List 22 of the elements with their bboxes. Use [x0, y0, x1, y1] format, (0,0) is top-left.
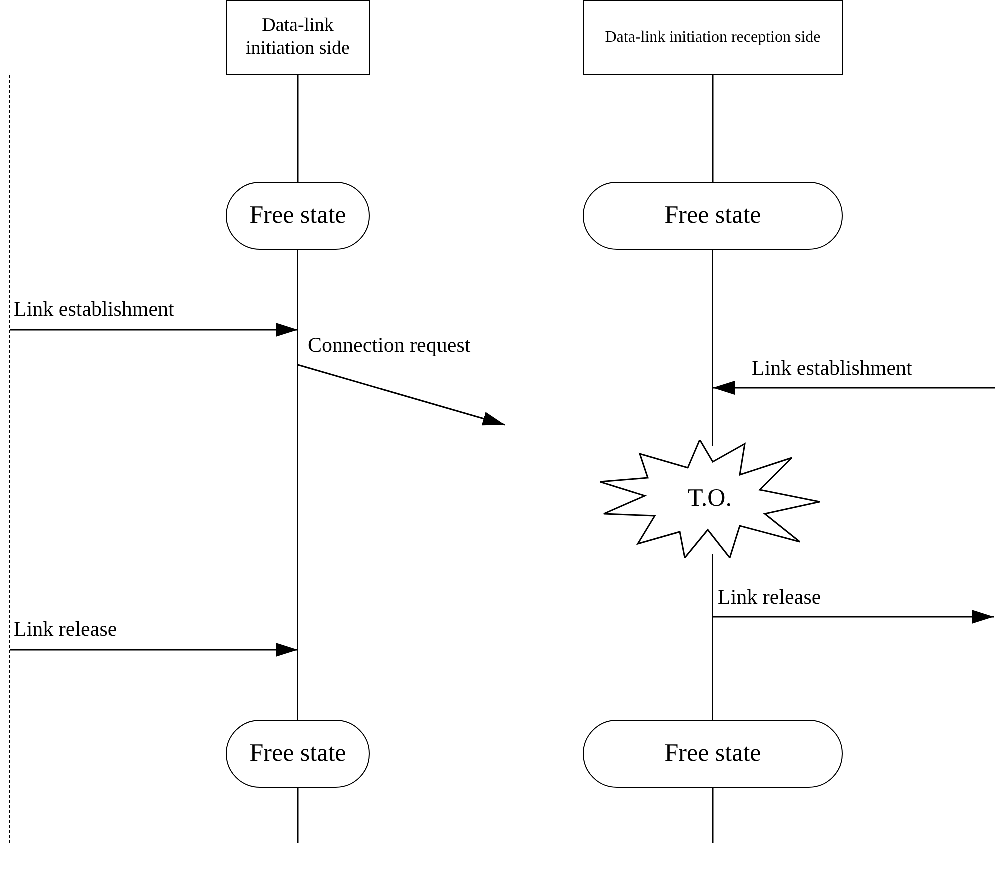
node-label: Free state [248, 201, 348, 231]
participant-box [226, 0, 370, 75]
lifeline [712, 75, 714, 182]
lifeline [297, 75, 299, 182]
node-label: Free state [664, 739, 762, 769]
message-arrow [10, 323, 298, 337]
node-label: Data-link initiation side [245, 14, 351, 60]
lifeline [712, 250, 714, 446]
timeout-label: T.O. [687, 484, 733, 514]
message-arrow [713, 610, 994, 624]
lifeline [712, 554, 714, 720]
lifeline [297, 788, 299, 843]
participant-box [583, 0, 843, 75]
message-arrow [10, 643, 298, 657]
node-label: Free state [248, 739, 348, 769]
lifeline [712, 788, 714, 843]
node-label: Data-link initiation reception side [604, 28, 822, 48]
message-arrow [298, 364, 506, 426]
boundary-line [9, 75, 11, 843]
node-label: Free state [664, 201, 762, 231]
lifeline [297, 250, 299, 720]
message-arrow [713, 381, 995, 395]
